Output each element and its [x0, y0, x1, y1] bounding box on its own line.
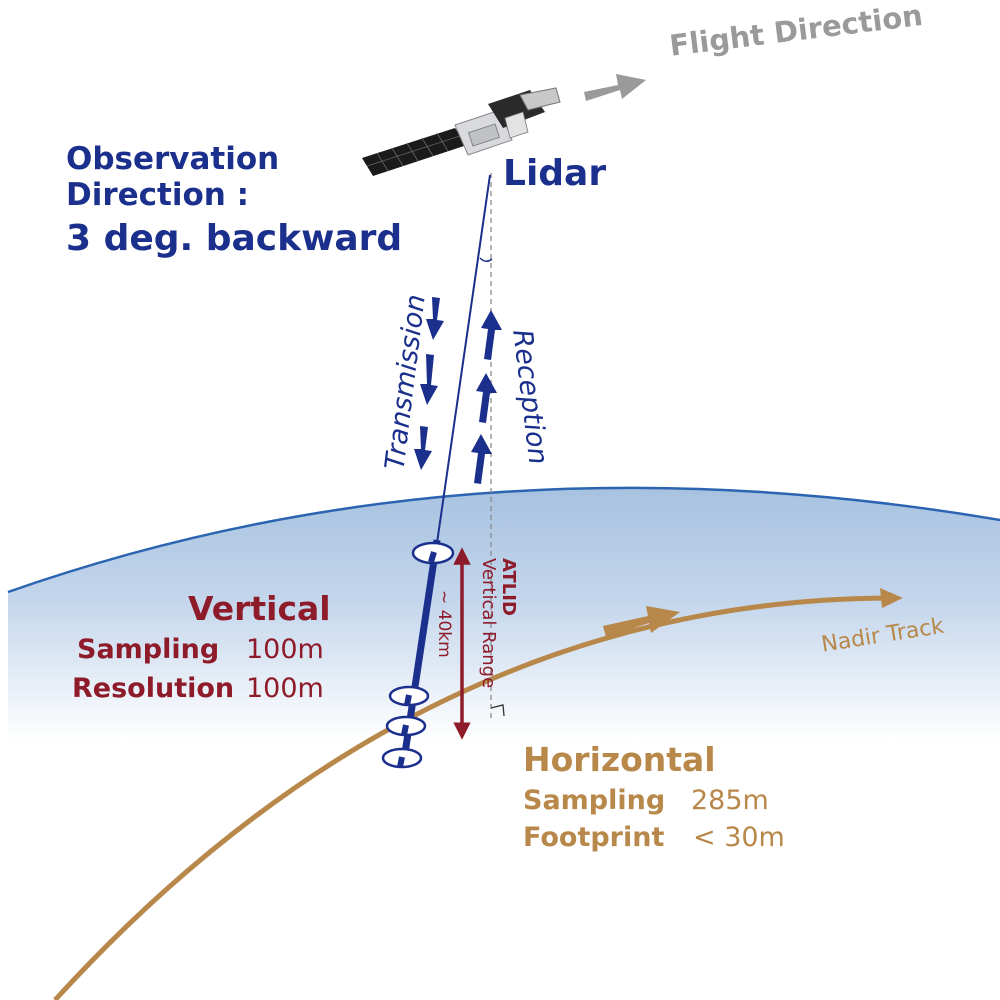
horizontal-footprint-value: < 30m — [693, 822, 785, 853]
down-arrow-icon — [420, 354, 438, 405]
reception-arrows — [471, 310, 502, 484]
transmission-arrows — [414, 297, 444, 470]
vertical-range-label: Vertical Range — [478, 558, 499, 689]
vertical-sampling-value: 100m — [246, 634, 324, 665]
horizontal-title: Horizontal — [523, 740, 716, 779]
flight-direction-arrow — [584, 74, 646, 101]
up-arrow-icon — [471, 434, 492, 484]
vertical-resolution-label: Resolution — [72, 673, 235, 704]
vertical-title: Vertical — [188, 589, 331, 628]
laser-beam-thin — [435, 174, 491, 551]
atmosphere-layer — [8, 487, 1000, 740]
observation-line1: Observation — [66, 141, 280, 177]
horizontal-sampling-value: 285m — [691, 785, 769, 816]
atlid-label: ATLID — [498, 558, 519, 616]
vertical-sampling-label: Sampling — [77, 634, 220, 665]
observation-line2: Direction : — [66, 177, 250, 213]
surface-direction-arrow — [603, 606, 680, 637]
up-arrow-icon — [476, 373, 497, 423]
observation-line3: 3 deg. backward — [66, 218, 403, 259]
satellite-icon — [362, 87, 561, 176]
right-angle-marker — [490, 704, 505, 717]
beam-angle-arc — [479, 257, 493, 262]
up-arrow-icon — [481, 310, 502, 360]
lidar-label: Lidar — [503, 153, 607, 194]
atmosphere-boundary — [7, 486, 1000, 594]
range-value-label: ~ 40km — [434, 590, 454, 658]
horizontal-sampling-label: Sampling — [523, 785, 666, 816]
solar-panel — [362, 128, 467, 176]
down-arrow-icon — [414, 426, 432, 470]
earth-surface-curve — [53, 595, 891, 1000]
nadir-track-arrowhead — [880, 588, 903, 608]
horizontal-footprint-label: Footprint — [523, 822, 665, 853]
down-arrow-icon — [426, 297, 444, 340]
vertical-resolution-value: 100m — [246, 673, 324, 704]
